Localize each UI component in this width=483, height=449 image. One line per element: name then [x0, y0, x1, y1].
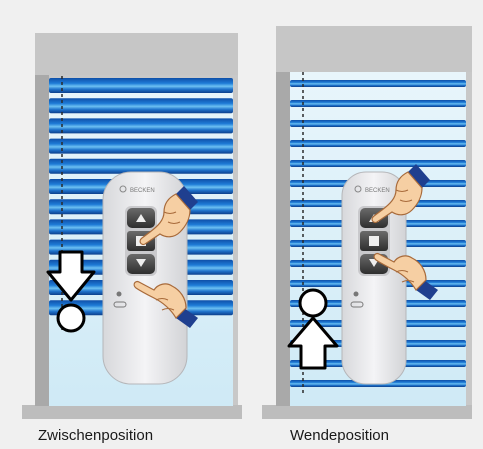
- remote-brand-label: BECKEN: [365, 188, 390, 194]
- blind-slat: [49, 139, 233, 154]
- blind-slat: [49, 118, 233, 133]
- blind-slat: [290, 140, 466, 147]
- caption-right: Wendeposition: [290, 427, 389, 444]
- blind-slat: [290, 160, 466, 167]
- blind-slat: [49, 78, 233, 93]
- caption-left: Zwischenposition: [38, 427, 153, 444]
- stop-square-icon: [369, 236, 379, 246]
- blind-slat: [290, 100, 466, 107]
- blind-slat: [290, 80, 466, 87]
- remote-brand-label: BECKEN: [130, 188, 155, 194]
- blind-slat: [49, 98, 233, 113]
- blind-slat: [290, 120, 466, 127]
